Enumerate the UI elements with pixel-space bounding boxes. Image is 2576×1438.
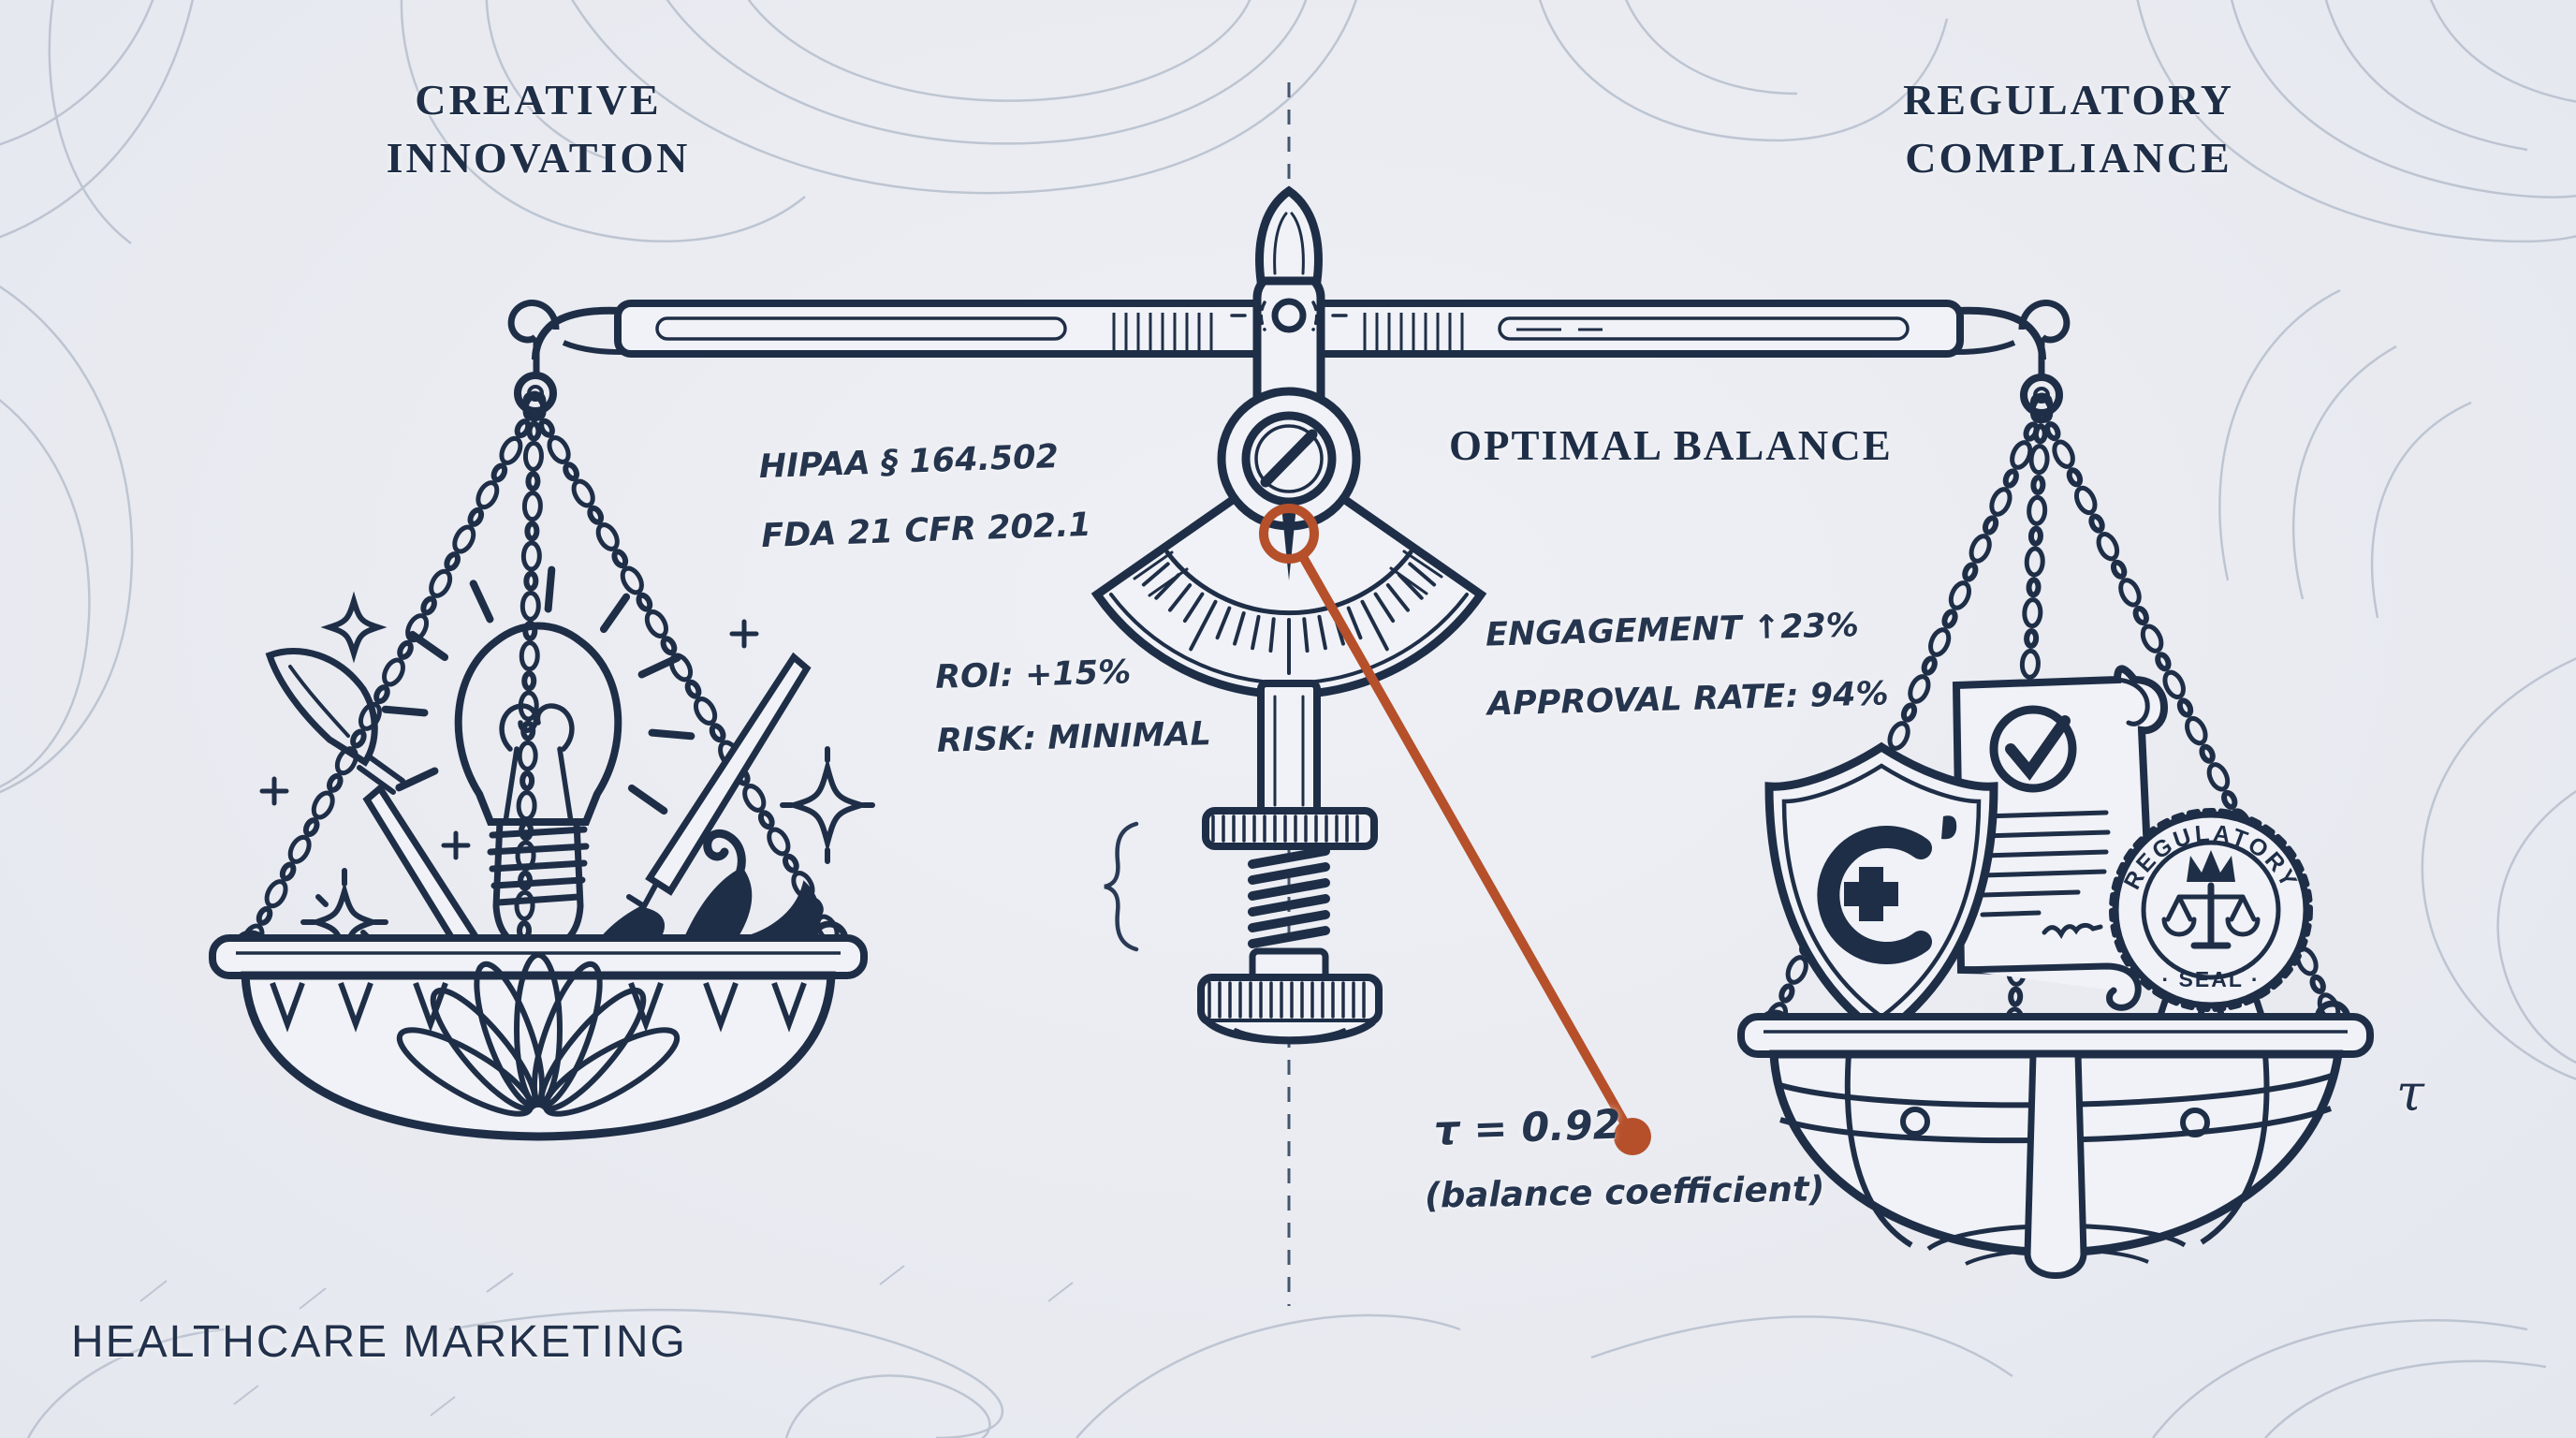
finial-icon <box>1255 185 1323 286</box>
coefficient-caption: (balance coefficient) <box>1424 1168 1825 1216</box>
bowl-petal-pattern <box>396 952 681 1117</box>
left-title-line2: INNOVATION <box>386 134 691 182</box>
pointer-end-dot <box>1614 1118 1651 1155</box>
knurled-disc <box>1202 807 1378 850</box>
regulation-references: HIPAA § 164.502 FDA 21 CFR 202.1 <box>758 421 1093 571</box>
regulation-ref: FDA 21 CFR 202.1 <box>760 506 1092 556</box>
left-hook-icon <box>507 300 560 344</box>
right-title-line2: COMPLIANCE <box>1905 134 2232 182</box>
screw-brace <box>1104 821 1139 952</box>
right-metrics: ENGAGEMENT ↑23% APPROVAL RATE: 94% <box>1485 590 1889 739</box>
metric-risk: RISK: MINIMAL <box>936 715 1212 760</box>
beam-pivot-bolt <box>1230 298 1348 333</box>
pan-rim <box>1737 1013 2374 1058</box>
seal-bottom-text: · SEAL · <box>2161 967 2260 991</box>
light-bulb-icon <box>381 565 695 953</box>
right-title: REGULATORY COMPLIANCE <box>1835 71 2303 187</box>
right-hanger <box>1955 300 2071 417</box>
paint-curl-icon <box>703 829 746 887</box>
left-pan <box>209 920 868 1141</box>
justice-scales-icon <box>2161 882 2261 949</box>
metric-engagement: ENGAGEMENT ↑23% <box>1485 607 1860 654</box>
bowl-wedge-pattern <box>270 981 807 1033</box>
left-hanger <box>507 300 622 415</box>
left-title: CREATIVE INNOVATION <box>304 71 772 187</box>
pointer-highlight-circle <box>1259 504 1319 564</box>
basket-center-strap <box>2024 1050 2087 1279</box>
shield-cross-icon <box>1764 741 1998 1041</box>
optimal-balance-label: OPTIMAL BALANCE <box>1449 422 1893 469</box>
footer-title: HEALTHCARE MARKETING <box>71 1317 687 1367</box>
tau-dimension-label: τ <box>2396 1064 2424 1123</box>
left-metrics: ROI: +15% RISK: MINIMAL <box>934 638 1212 773</box>
dial-bolt <box>1217 387 1361 531</box>
coefficient-label: τ = 0.92 <box>1433 1101 1622 1155</box>
pointer-needle <box>1281 506 1296 580</box>
letter-c-mark <box>1817 826 1932 964</box>
metric-approval: APPROVAL RATE: 94% <box>1486 675 1889 724</box>
pointer-leader-line <box>1297 550 1631 1130</box>
left-title-line1: CREATIVE <box>415 76 662 124</box>
right-title-line1: REGULATORY <box>1903 76 2234 124</box>
screw-threads <box>1248 846 1330 948</box>
signature-squiggle <box>2042 922 2103 939</box>
right-pan <box>1737 1000 2374 1279</box>
medical-cross-icon <box>1844 867 1898 921</box>
crown-icon <box>2187 850 2235 882</box>
creative-items <box>259 565 875 1004</box>
seal-scalloped-edge <box>2109 808 2313 1012</box>
right-hook-icon <box>2018 300 2071 344</box>
metric-roi: ROI: +15% <box>934 653 1132 697</box>
checkmark-icon <box>2005 715 2071 781</box>
regulation-ref: HIPAA § 164.502 <box>758 438 1060 487</box>
adjustment-screw <box>1197 680 1383 1045</box>
center-column <box>1090 185 1487 1045</box>
coefficient-pointer <box>1259 504 1651 1155</box>
